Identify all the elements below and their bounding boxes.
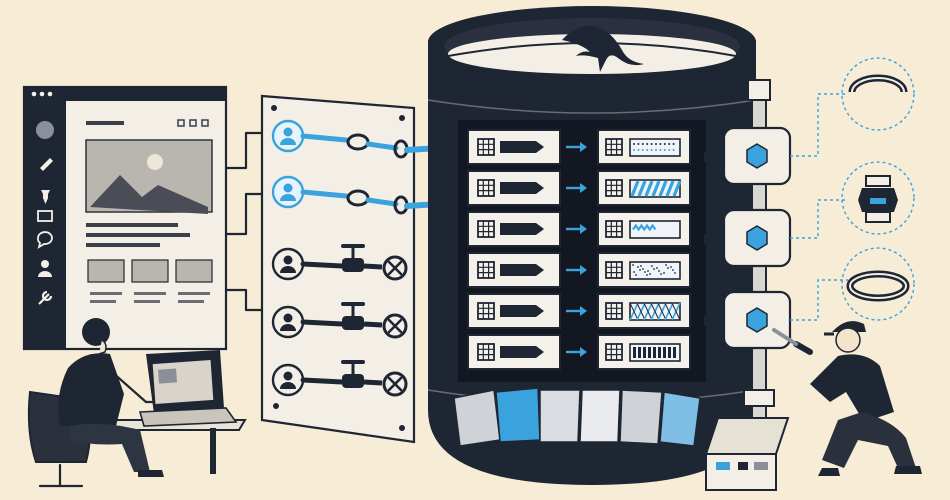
dots-pattern [629, 138, 681, 157]
storage-row [467, 334, 691, 370]
grid-icon [477, 138, 495, 156]
valve-body [704, 290, 792, 350]
connection-row [271, 360, 408, 397]
zigzag-pattern [629, 220, 681, 239]
blocked-icon [382, 313, 408, 339]
arrow-right-icon [566, 224, 587, 234]
grid-icon [605, 138, 623, 156]
valve-icon [341, 302, 365, 330]
storage-row [467, 252, 691, 288]
app-sidebar [24, 101, 66, 349]
valve-body [704, 126, 792, 186]
stripes-pattern [629, 179, 682, 198]
valve-icon [341, 360, 365, 388]
pipe-assembly [704, 79, 848, 421]
maintenance-parts [841, 57, 915, 321]
grid-icon [477, 302, 495, 320]
grid-icon [605, 343, 623, 361]
grid-icon [477, 343, 495, 361]
valve-body [704, 208, 792, 268]
wrench-icon [772, 328, 798, 346]
connection-row [271, 302, 408, 339]
grid-icon [605, 302, 623, 320]
arrow-right-icon [566, 347, 587, 357]
toolbox [704, 417, 790, 491]
grid-icon [477, 220, 495, 238]
user-icon [271, 119, 305, 153]
bars-pattern [629, 343, 681, 362]
arrow-right-icon [566, 142, 587, 152]
grid-icon [605, 179, 623, 197]
wrench-icon [38, 290, 53, 305]
connection-line [300, 133, 349, 143]
user-connection-list [271, 119, 447, 397]
storage-row [467, 129, 691, 165]
dolphin-logo-icon [562, 25, 644, 72]
arrow-right-icon [566, 265, 587, 275]
user-icon [271, 305, 305, 339]
tag-icon [500, 223, 544, 235]
user-icon [271, 175, 305, 209]
tag-icon [500, 305, 544, 317]
tag-icon [500, 264, 544, 276]
technician [704, 321, 922, 491]
arrow-right-icon [566, 306, 587, 316]
storage-blocks [453, 387, 701, 447]
user-icon [271, 363, 305, 397]
developer-at-desk [27, 318, 247, 488]
blocked-icon [382, 255, 408, 281]
grid-icon [477, 179, 495, 197]
user-icon [38, 260, 52, 277]
tag-icon [500, 141, 544, 153]
blocked-icon [382, 371, 408, 397]
grid-icon [477, 261, 495, 279]
arrow-right-icon [566, 183, 587, 193]
valve-icon [341, 244, 365, 272]
hero-image-placeholder [85, 139, 213, 214]
app-window [22, 85, 268, 351]
connection-line [300, 189, 349, 199]
speckle-pattern [629, 261, 681, 280]
tag-icon [500, 182, 544, 194]
storage-row [467, 170, 691, 206]
connection-row [271, 244, 408, 281]
image-icon [37, 210, 53, 222]
user-icon [271, 247, 305, 281]
grid-icon [605, 261, 623, 279]
pin-icon [41, 190, 50, 204]
chat-icon [37, 231, 53, 249]
avatar [36, 121, 54, 139]
storage-row [467, 293, 691, 329]
o-ring-icon [846, 270, 910, 302]
crosshatch-pattern [629, 302, 681, 321]
hex-fitting-icon [858, 175, 898, 223]
ring-clip-icon [848, 74, 908, 93]
grid-icon [605, 220, 623, 238]
storage-row [467, 211, 691, 247]
storage-rows [467, 129, 691, 370]
pencil-icon [40, 158, 53, 171]
tag-icon [500, 346, 544, 358]
